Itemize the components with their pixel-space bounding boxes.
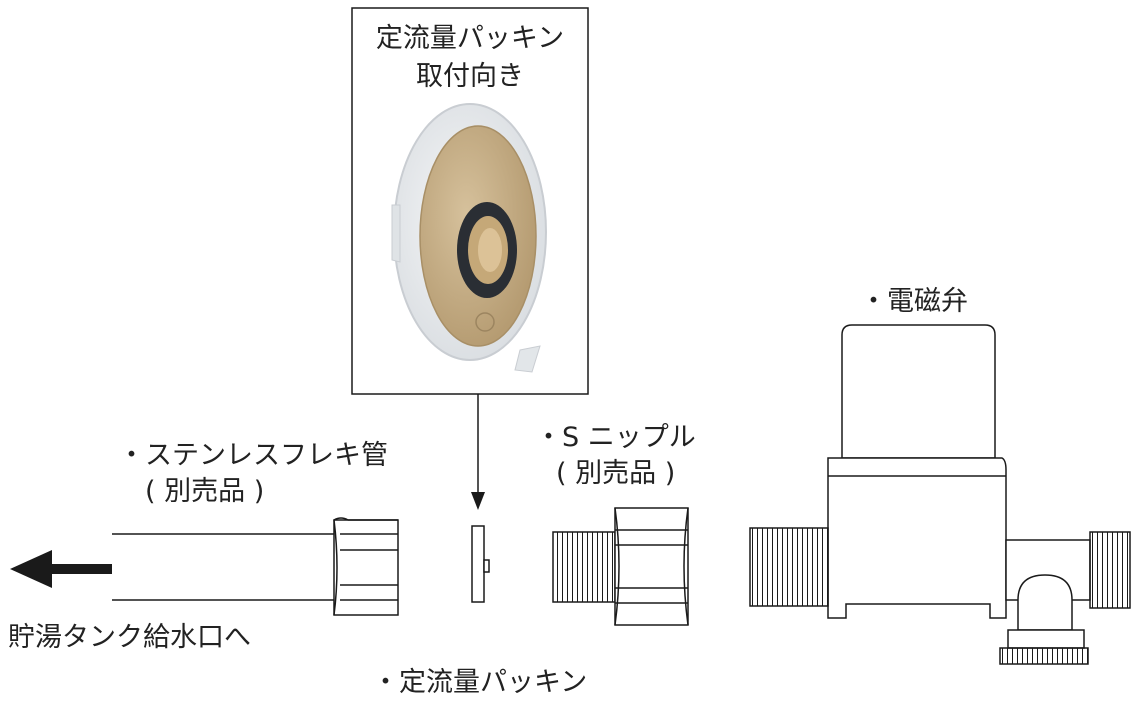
s-nipple-label: ・S ニップル bbox=[535, 422, 696, 453]
flex-pipe bbox=[112, 517, 399, 616]
flex-pipe-note: ( 別売品 ) bbox=[145, 476, 265, 507]
left-arrow-icon bbox=[10, 550, 112, 588]
packing-photo bbox=[391, 103, 547, 373]
photo-title-line2: 取付向き bbox=[416, 61, 524, 92]
s-nipple-note: ( 別売品 ) bbox=[556, 458, 676, 489]
solenoid-valve-label: ・電磁弁 bbox=[860, 286, 968, 317]
photo-title: 定流量パッキン 取付向き bbox=[353, 20, 587, 96]
down-arrow-icon bbox=[471, 394, 485, 510]
flex-pipe-label: ・ステンレスフレキ管 bbox=[118, 440, 388, 471]
packing-side-view bbox=[471, 525, 490, 603]
solenoid-valve bbox=[749, 324, 1131, 665]
destination-label: 貯湯タンク給水口へ bbox=[8, 622, 251, 653]
photo-title-line1: 定流量パッキン bbox=[375, 23, 565, 54]
packing-label: ・定流量パッキン bbox=[372, 667, 588, 698]
s-nipple bbox=[552, 507, 689, 626]
